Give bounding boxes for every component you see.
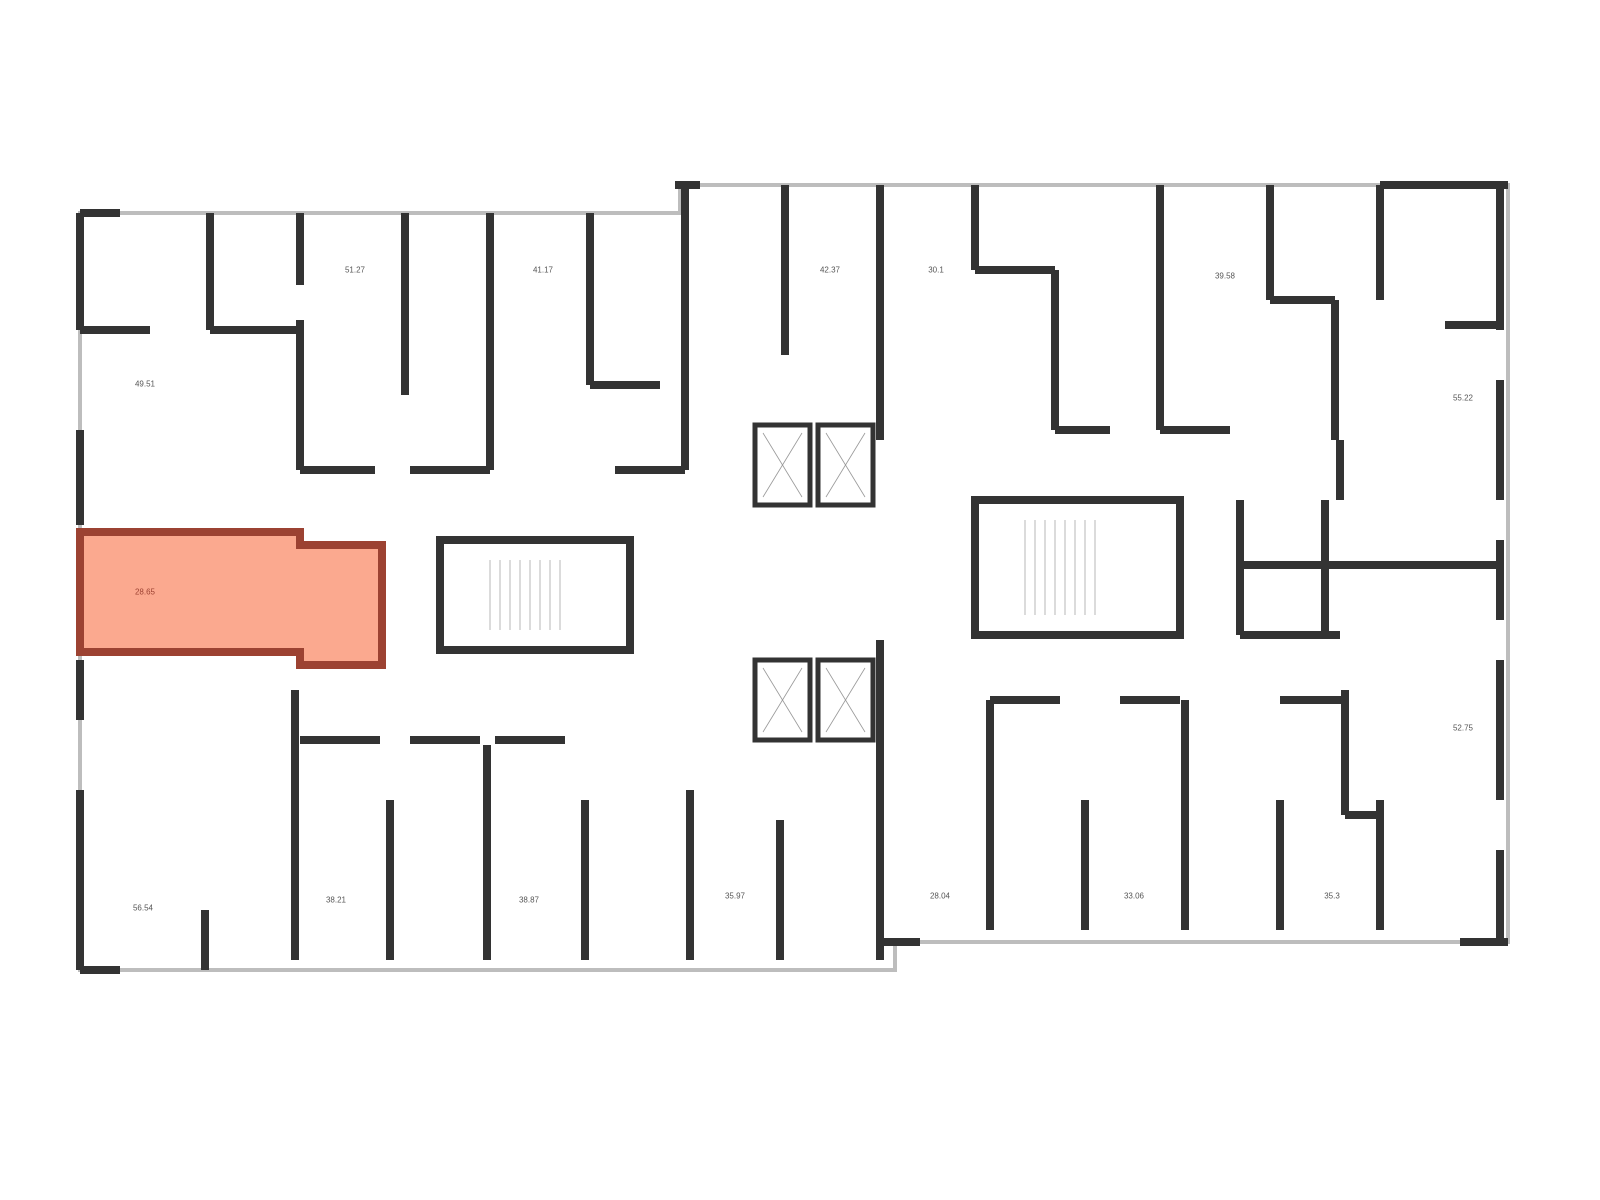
elevator-shaft	[815, 422, 876, 508]
staircase	[971, 496, 1184, 639]
apartment-area-label[interactable]: 33.06	[1123, 891, 1145, 901]
elevator-shaft	[815, 657, 876, 743]
apartment-area-label[interactable]: 56.54	[132, 903, 154, 913]
selected-apartment-highlight[interactable]	[76, 528, 386, 669]
apartment-area-label[interactable]: 55.22	[1452, 393, 1474, 403]
elevator-shaft	[752, 422, 813, 508]
apartment-area-label[interactable]: 49.51	[134, 379, 156, 389]
apartment-area-label[interactable]: 28.04	[929, 891, 951, 901]
walls	[76, 181, 1508, 974]
apartment-area-label[interactable]: 30.1	[928, 265, 944, 275]
apartment-area-label[interactable]: 52.75	[1452, 723, 1474, 733]
apartment-area-label[interactable]: 38.87	[518, 895, 540, 905]
apartment-area-label[interactable]: 35.97	[724, 891, 746, 901]
staircases	[436, 496, 1184, 654]
staircase	[436, 536, 634, 654]
elevator-shaft	[752, 657, 813, 743]
apartment-area-label[interactable]: 41.17	[532, 265, 554, 275]
apartment-area-label[interactable]: 42.37	[819, 265, 841, 275]
apartment-area-label[interactable]: 51.27	[344, 265, 366, 275]
elevators	[752, 422, 876, 743]
selected-apartment-area-label[interactable]: 28.65	[134, 587, 156, 597]
apartment-area-label[interactable]: 35.3	[1324, 891, 1340, 901]
apartment-area-label[interactable]: 38.21	[325, 895, 347, 905]
apartment-area-label[interactable]: 39.58	[1214, 271, 1236, 281]
